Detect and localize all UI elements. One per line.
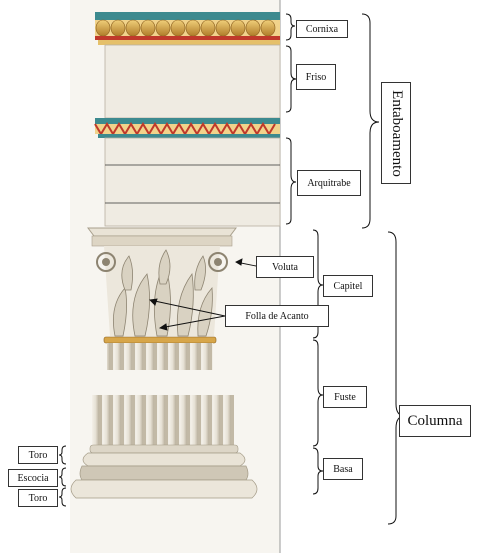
label-voluta: Voluta xyxy=(256,256,314,278)
cornice xyxy=(95,12,280,45)
shaft-lower xyxy=(92,395,234,445)
capital-abacus xyxy=(87,227,237,247)
architrave-band xyxy=(94,118,280,138)
architrave xyxy=(104,137,281,227)
label-columna: Columna xyxy=(399,405,471,437)
label-basa: Basa xyxy=(323,458,363,480)
pointer-lines xyxy=(149,258,257,331)
label-folla-de-acanto: Folla de Acanto xyxy=(225,305,329,327)
shaft-upper xyxy=(107,343,213,370)
label-fuste: Fuste xyxy=(323,386,367,408)
label-capitel: Capitel xyxy=(323,275,373,297)
label-escocia: Escocia xyxy=(8,469,58,487)
label-toro-top: Toro xyxy=(18,446,58,464)
label-arquitrabe: Arquitrabe xyxy=(297,170,361,196)
label-cornixa: Cornixa xyxy=(296,20,348,38)
label-friso: Friso xyxy=(296,64,336,90)
label-entaboamento: Entaboamento xyxy=(381,82,411,184)
frieze xyxy=(104,44,281,119)
label-entaboamento-text: Entaboamento xyxy=(388,89,405,177)
label-toro-bottom: Toro xyxy=(18,489,58,507)
column-base xyxy=(70,444,258,499)
astragal xyxy=(103,336,217,344)
capital-acanthus xyxy=(96,246,228,337)
